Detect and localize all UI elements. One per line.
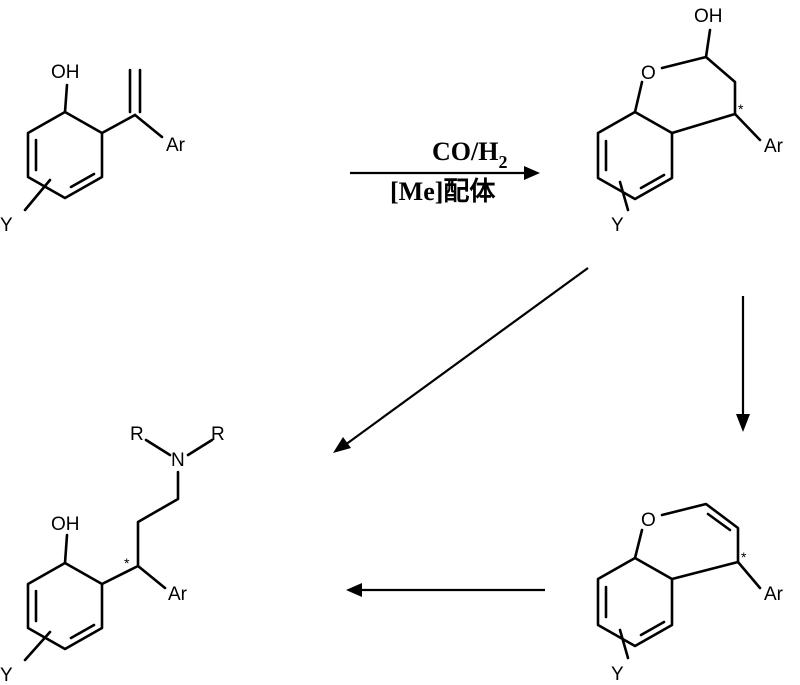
compound-4-oh-bond [63,533,69,565]
compound-3-vinyl-double-bond [706,512,732,532]
arrow-chromanol-to-amine [333,267,589,453]
compound-1-y-label: Y [0,215,13,236]
compound-1-vinyl-bond [100,113,137,135]
compound-4-y-bond [23,630,52,662]
compound-4-propylamine: N R R OH * Ar Y [0,424,225,685]
compound-3-inner-double-bond-b [639,620,666,637]
compound-4-oh-label: OH [51,514,80,535]
compound-4-aryl-bond [136,564,167,590]
compound-2-inner-double-bond-b [639,173,666,190]
compound-4-r-left-label: R [130,424,144,445]
compound-1-ar-label: Ar [166,135,186,156]
reagent-co-h2: CO/H2 [432,137,507,172]
compound-1-y-bond [23,178,52,212]
compound-3-pyran-ring [633,502,740,581]
compound-1-oh-bond [63,83,69,114]
compound-1-vinylphenol: OH Ar Y [0,62,186,236]
compound-1-benzene-ring [26,110,104,200]
reagent-catalyst-ligand: [Me]配体 [390,177,496,206]
compound-3-chromene: O * Ar Y [596,502,784,685]
compound-4-stereocenter-mark: * [124,555,130,571]
compound-4-n-r-left-bond [144,438,172,457]
compound-2-benzene-ring [596,110,674,201]
compound-2-chromanol: OH O * Ar Y [596,6,784,236]
compound-3-benzene-ring [596,556,674,648]
compound-2-aryl-bond [733,112,762,142]
compound-4-benzene-ring [26,561,104,651]
compound-2-y-bond [618,180,630,212]
compound-1-oh-label: OH [51,62,80,83]
compound-3-aryl-bond [736,560,762,590]
compound-2-o-label: O [641,63,656,84]
compound-4-r-right-label: R [211,424,225,445]
compound-2-y-label: Y [611,215,624,236]
compound-2-pyran-ring [633,55,737,135]
compound-3-ar-label: Ar [764,584,784,605]
compound-3-y-bond [618,628,630,660]
compound-4-chain [100,470,180,586]
compound-4-n-label: N [171,450,185,471]
arrow-chromanol-to-chromene [736,296,750,432]
compound-3-o-label: O [641,510,656,531]
compound-3-stereocenter-mark: * [741,549,747,565]
compound-2-ar-label: Ar [764,136,784,157]
compound-1-aryl-bond [133,113,164,139]
compound-3-y-label: Y [611,664,624,685]
compound-2-oh-bond [704,28,712,59]
compound-2-stereocenter-mark: * [738,101,744,117]
compound-4-y-label: Y [0,665,13,685]
hydroformylation-arrow: CO/H2 [Me]配体 [350,137,540,206]
compound-4-ar-label: Ar [168,584,188,605]
arrow-chromene-to-amine [346,583,545,597]
compound-1-inner-double-bond-b [69,172,96,189]
compound-4-n-r-right-bond [186,438,214,457]
compound-4-inner-double-bond-b [69,623,96,640]
compound-2-oh-label: OH [694,6,723,27]
